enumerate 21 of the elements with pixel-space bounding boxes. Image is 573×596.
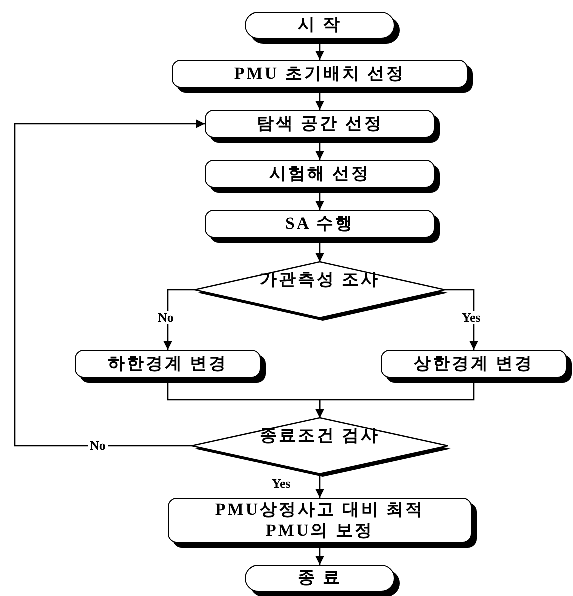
node-label: 탐색 공간 선정	[256, 114, 384, 134]
arrow	[316, 474, 324, 498]
node-label: SA 수행	[285, 214, 355, 234]
edge-label: No	[156, 311, 176, 324]
arrow	[445, 289, 478, 350]
node-label: 시험해 선정	[269, 164, 371, 184]
node-label: 종 료	[298, 568, 342, 589]
edge-label: No	[88, 439, 108, 452]
decision-diamond	[195, 262, 445, 318]
edge-label: Yes	[460, 311, 483, 324]
node-label: 종료조건 검사	[260, 426, 380, 446]
node-label: 하한경계 변경	[108, 354, 228, 374]
node-label: 상한경계 변경	[414, 354, 534, 374]
arrow	[164, 289, 195, 350]
node-label: PMU 초기배치 선정	[234, 64, 406, 84]
node-label: 시 작	[298, 15, 342, 36]
edge-label: Yes	[270, 477, 293, 490]
node-label: PMU상정사고 대비 최적 PMU의 보정	[214, 500, 426, 541]
decision-diamond	[192, 418, 448, 474]
node-label: 가관측성 조사	[260, 270, 380, 290]
arrow	[14, 120, 205, 447]
